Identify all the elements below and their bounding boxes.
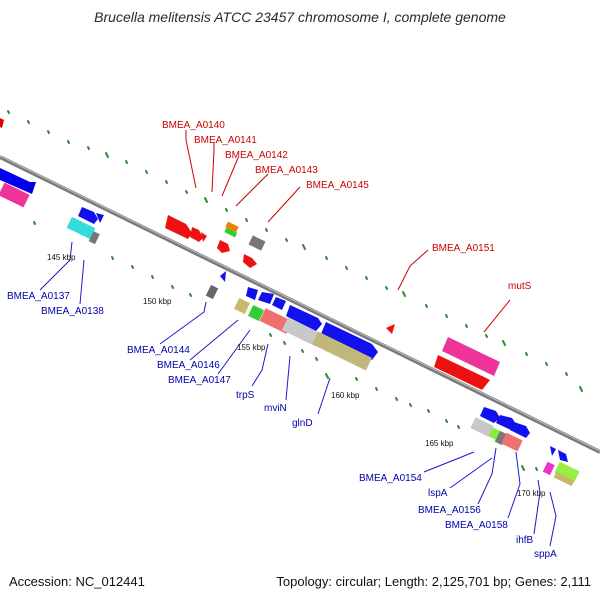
gene-box-BMEA_A0154 xyxy=(470,417,494,437)
gene-label-lspA: lspA xyxy=(428,488,448,499)
gene-arrow xyxy=(96,213,104,223)
gene-arrow-BMEA_A0151 xyxy=(386,324,395,334)
gene-label-BMEA_A0137: BMEA_A0137 xyxy=(7,291,70,302)
gene-arrow xyxy=(0,118,4,128)
gene-arrow xyxy=(558,450,568,462)
gene-arrow-BMEA_A0143 xyxy=(217,240,230,253)
gene-box-BMEA_A0137 xyxy=(66,216,96,240)
gene-box xyxy=(0,182,30,208)
map-title: Brucella melitensis ATCC 23457 chromosom… xyxy=(94,9,506,25)
gene-arrow-BMEA_A0142 xyxy=(201,232,207,242)
gene-arrow xyxy=(480,407,500,423)
tick-marks xyxy=(7,110,583,471)
gene-arrow-BMEA_A0145 xyxy=(243,254,257,268)
gene-arrow-mutS xyxy=(442,337,500,376)
kbp-label-150: 150 kbp xyxy=(143,297,172,306)
accession-text: Accession: NC_012441 xyxy=(9,574,145,589)
gene-label-trpS: trpS xyxy=(236,390,255,401)
gene-box xyxy=(553,471,575,487)
gene-label-mviN: mviN xyxy=(264,403,287,414)
gene-arrow-BMEA_A0137 xyxy=(78,207,98,224)
gene-arrow-ihfB xyxy=(550,446,556,456)
gene-box-BMEA_A0138 xyxy=(88,231,100,245)
bottom-strand-genes xyxy=(0,168,580,487)
gene-label-BMEA_A0144: BMEA_A0144 xyxy=(127,345,190,356)
kbp-label-170: 170 kbp xyxy=(517,489,546,498)
gene-box xyxy=(225,221,239,233)
gene-label-BMEA_A0158: BMEA_A0158 xyxy=(445,520,508,531)
gene-box xyxy=(224,227,238,238)
gene-label-BMEA_A0146: BMEA_A0146 xyxy=(157,360,220,371)
top-strand-gene-labels: BMEA_A0140 BMEA_A0141 BMEA_A0142 BMEA_A0… xyxy=(162,120,532,292)
gene-box-glnD xyxy=(311,331,373,371)
chromosome-backbone-highlight xyxy=(0,155,600,452)
gene-box-BMEA_A0144 xyxy=(205,284,219,300)
gene-arrow xyxy=(434,355,490,390)
gene-arrow xyxy=(510,422,530,438)
gene-label-BMEA_A0142: BMEA_A0142 xyxy=(225,150,288,161)
gene-label-BMEA_A0140: BMEA_A0140 xyxy=(162,120,225,131)
gene-arrow-glnD xyxy=(320,322,378,360)
gene-box-mviN xyxy=(281,317,323,347)
gene-arrow xyxy=(496,415,516,430)
gene-label-BMEA_A0156: BMEA_A0156 xyxy=(418,505,481,516)
top-strand-leader-lines xyxy=(185,130,511,333)
bottom-strand-gene-labels: BMEA_A0137 BMEA_A0138 BMEA_A0144 BMEA_A0… xyxy=(7,291,557,560)
bottom-strand-leader-lines xyxy=(39,241,557,547)
gene-box xyxy=(248,235,266,251)
gene-label-BMEA_A0138: BMEA_A0138 xyxy=(41,306,104,317)
top-strand-genes xyxy=(0,118,500,390)
gene-label-glnD: glnD xyxy=(292,418,313,429)
gene-arrow-BMEA_A0141 xyxy=(190,227,203,242)
chromosome-backbone xyxy=(0,155,600,454)
kbp-label-155: 155 kbp xyxy=(237,343,266,352)
topology-text: Topology: circular; Length: 2,125,701 bp… xyxy=(276,574,591,589)
gene-label-BMEA_A0154: BMEA_A0154 xyxy=(359,473,422,484)
kbp-label-165: 165 kbp xyxy=(425,439,454,448)
gene-arrow xyxy=(286,305,322,331)
gene-label-ihfB: ihfB xyxy=(516,535,534,546)
gene-box xyxy=(542,461,555,476)
gene-arrow xyxy=(220,271,226,282)
gene-label-BMEA_A0145: BMEA_A0145 xyxy=(306,180,369,191)
gene-label-BMEA_A0151: BMEA_A0151 xyxy=(432,243,495,254)
gene-label-BMEA_A0141: BMEA_A0141 xyxy=(194,135,257,146)
kbp-label-145: 145 kbp xyxy=(47,253,76,262)
gene-box-BMEA_A0156 xyxy=(494,430,508,446)
gene-box-sppA xyxy=(554,461,580,483)
kbp-label-160: 160 kbp xyxy=(331,391,360,400)
gene-box-BMEA_A0147 xyxy=(247,304,265,322)
gene-label-BMEA_A0143: BMEA_A0143 xyxy=(255,165,318,176)
gene-arrow xyxy=(258,292,274,304)
gene-label-sppA: sppA xyxy=(534,549,557,560)
gene-label-mutS: mutS xyxy=(508,281,532,292)
gene-arrow xyxy=(0,168,36,194)
gene-box-BMEA_A0146 xyxy=(233,297,251,315)
gene-arrow xyxy=(246,287,258,300)
gene-arrow-BMEA_A0140 xyxy=(165,215,192,239)
gene-arrow xyxy=(272,297,286,310)
gene-box-BMEA_A0158 xyxy=(501,432,523,452)
kbp-position-labels: 145 kbp 150 kbp 155 kbp 160 kbp 165 kbp … xyxy=(47,253,546,498)
gene-label-BMEA_A0147: BMEA_A0147 xyxy=(168,375,231,386)
